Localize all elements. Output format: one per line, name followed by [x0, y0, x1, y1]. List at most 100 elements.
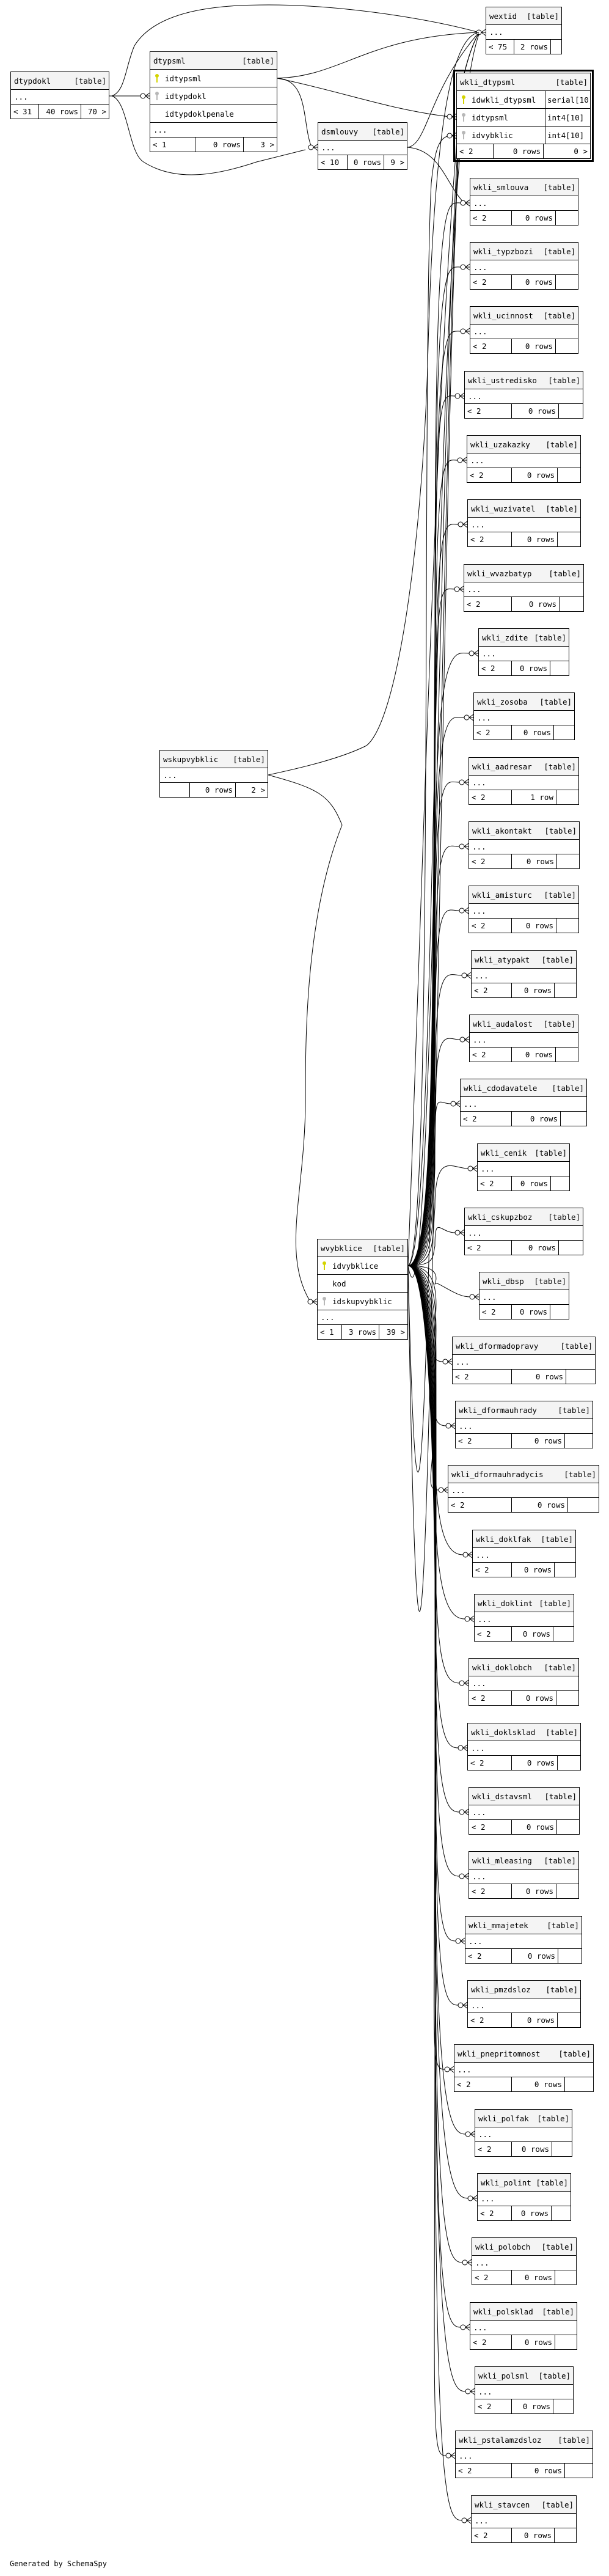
table-header[interactable]: wkli_mmajetek[table]	[465, 1917, 582, 1934]
table-header[interactable]: wkli_dformauhrady[table]	[456, 1401, 593, 1419]
parent-count-link[interactable]: < 1	[150, 138, 195, 152]
more-columns-ellipsis[interactable]: ...	[468, 1741, 580, 1756]
parent-count-link[interactable]: < 2	[469, 1691, 512, 1705]
child-count-link[interactable]: 9 >	[390, 158, 404, 167]
more-columns-ellipsis[interactable]: ...	[472, 2514, 576, 2528]
more-columns-ellipsis[interactable]: ...	[480, 1290, 569, 1305]
table-header[interactable]: wkli_dstavsml[table]	[469, 1788, 579, 1805]
child-count-link[interactable]	[550, 661, 569, 675]
table-header[interactable]: wkli_pmzdsloz[table]	[468, 1981, 580, 1998]
table-header[interactable]: wskupvybklic[table]	[160, 750, 268, 768]
more-columns-ellipsis[interactable]: ...	[150, 123, 277, 138]
table-header[interactable]: wkli_doklfak[table]	[473, 1530, 575, 1548]
parent-count-link[interactable]: < 2	[470, 275, 512, 289]
column-row[interactable]: idtypdoklpenale	[150, 105, 277, 123]
more-columns-ellipsis[interactable]: ...	[473, 1548, 575, 1563]
more-columns-ellipsis[interactable]: ...	[454, 2063, 593, 2077]
more-columns-ellipsis[interactable]: ...	[465, 1934, 582, 1949]
parent-count-link[interactable]: < 2	[465, 1241, 512, 1255]
parent-count-link[interactable]: < 2	[457, 144, 494, 158]
column-row[interactable]: idtypdokl	[150, 87, 277, 105]
table-header[interactable]: wkli_polobch[table]	[472, 2238, 576, 2256]
table-header[interactable]: wkli_pstalamzdsloz[table]	[456, 2431, 593, 2449]
parent-count-link[interactable]: < 2	[468, 532, 512, 546]
parent-count-link[interactable]: < 2	[456, 1434, 512, 1448]
table-header[interactable]: wkli_dformadopravy[table]	[453, 1337, 595, 1355]
child-count-link[interactable]	[556, 1048, 578, 1062]
table-header[interactable]: wkli_atypakt[table]	[472, 951, 576, 969]
table-header[interactable]: wkli_aadresar[table]	[469, 758, 578, 776]
parent-count-link[interactable]: < 2	[456, 2464, 512, 2478]
more-columns-ellipsis[interactable]: ...	[448, 1483, 599, 1498]
table-header[interactable]: wkli_dbsp[table]	[480, 1272, 569, 1290]
more-columns-ellipsis[interactable]: ...	[465, 1226, 583, 1241]
parent-count-link[interactable]: < 2	[470, 211, 512, 225]
table-header[interactable]: wkli_cskupzboz[table]	[465, 1208, 583, 1226]
parent-count-link[interactable]: < 2	[467, 468, 512, 482]
child-count-link[interactable]	[557, 854, 579, 868]
table-header[interactable]: wkli_dformauhradycis[table]	[448, 1466, 599, 1483]
more-columns-ellipsis[interactable]: ...	[464, 582, 583, 597]
parent-count-link[interactable]: < 2	[454, 2077, 512, 2091]
parent-count-link[interactable]: < 2	[469, 790, 512, 804]
table-header[interactable]: wkli_cdodavatele[table]	[461, 1079, 586, 1097]
child-count-link[interactable]	[556, 275, 578, 289]
parent-count-link[interactable]: < 2	[479, 661, 512, 675]
parent-count-link[interactable]: < 2	[468, 1756, 512, 1770]
parent-count-link[interactable]: < 2	[475, 2399, 512, 2413]
more-columns-ellipsis[interactable]: ...	[469, 776, 578, 790]
table-header[interactable]: wkli_polsklad[table]	[470, 2303, 577, 2321]
more-columns-ellipsis[interactable]: ...	[453, 1355, 595, 1370]
child-count-link[interactable]	[558, 1756, 580, 1770]
parent-count-link[interactable]: < 2	[469, 1884, 512, 1898]
more-columns-ellipsis[interactable]: ...	[456, 1419, 593, 1434]
more-columns-ellipsis[interactable]: ...	[456, 2449, 593, 2464]
table-header[interactable]: wkli_smlouva[table]	[470, 178, 578, 196]
child-count-link[interactable]	[558, 2013, 580, 2027]
more-columns-ellipsis[interactable]: ...	[465, 389, 583, 404]
table-header[interactable]: wkli_akontakt[table]	[469, 822, 579, 840]
parent-count-link[interactable]: < 2	[472, 2270, 512, 2284]
child-count-link[interactable]	[556, 1884, 578, 1898]
child-count-link[interactable]: 39 >	[386, 1327, 405, 1337]
more-columns-ellipsis[interactable]: ...	[461, 1097, 586, 1112]
child-count-link[interactable]	[555, 2528, 576, 2542]
parent-count-link[interactable]: < 2	[465, 1949, 512, 1963]
child-count-link[interactable]	[551, 1176, 569, 1191]
parent-count-link[interactable]: < 1	[318, 1325, 342, 1339]
more-columns-ellipsis[interactable]: ...	[468, 1998, 580, 2013]
more-columns-ellipsis[interactable]: ...	[475, 2127, 572, 2142]
more-columns-ellipsis[interactable]: ...	[470, 196, 578, 211]
more-columns-ellipsis[interactable]: ...	[469, 1676, 578, 1691]
more-columns-ellipsis[interactable]: ...	[470, 2321, 577, 2335]
table-header[interactable]: wkli_amisturc[table]	[469, 886, 578, 904]
more-columns-ellipsis[interactable]: ...	[475, 2385, 573, 2399]
parent-count-link[interactable]: < 2	[464, 597, 512, 611]
child-count-link[interactable]	[558, 532, 580, 546]
table-header[interactable]: wkli_zdite[table]	[479, 629, 569, 647]
parent-count-link[interactable]: < 2	[475, 1627, 512, 1641]
more-columns-ellipsis[interactable]: ...	[478, 1162, 569, 1176]
child-count-link[interactable]	[556, 790, 578, 804]
more-columns-ellipsis[interactable]: ...	[468, 518, 580, 532]
child-count-link[interactable]	[552, 2206, 571, 2220]
